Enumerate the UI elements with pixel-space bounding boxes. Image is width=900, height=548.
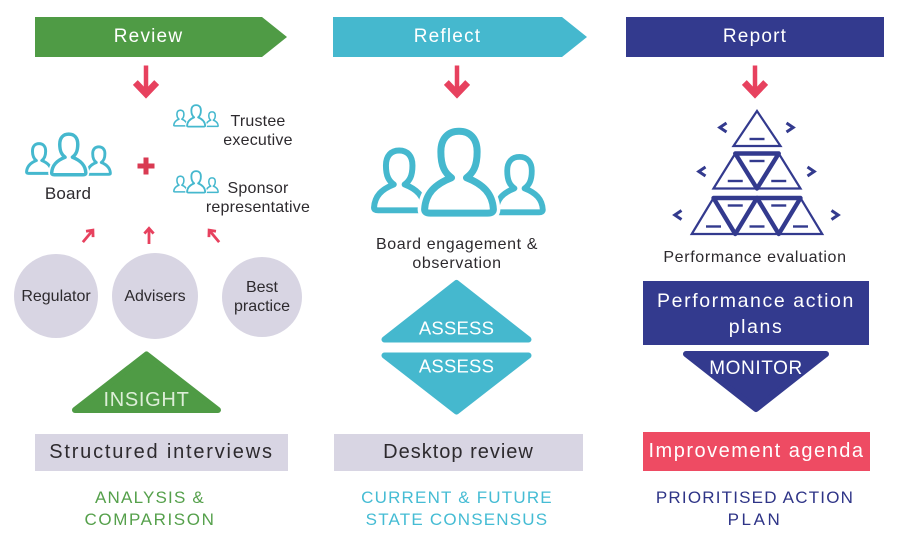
svg-text:INSIGHT: INSIGHT (103, 389, 189, 411)
svg-text:ASSESS: ASSESS (419, 356, 494, 377)
svg-text:MONITOR: MONITOR (709, 358, 803, 379)
svg-text:ASSESS: ASSESS (419, 318, 494, 339)
